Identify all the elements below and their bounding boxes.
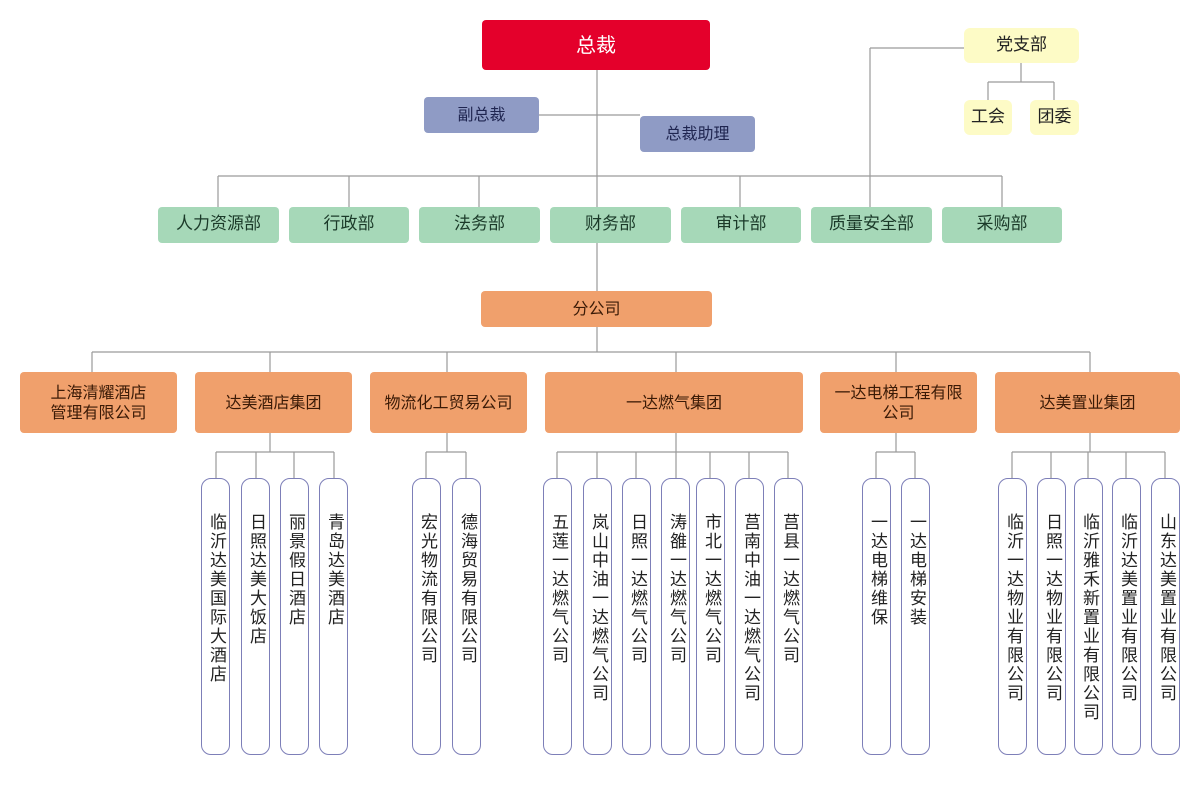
- sub-juxian-gas: 莒县一达燃气公司: [774, 478, 803, 755]
- sub-label: 德海贸易有限公司: [457, 513, 477, 665]
- sub-rizhao-damei-hotel: 日照达美大饭店: [241, 478, 270, 755]
- sub-label: 莒县一达燃气公司: [779, 513, 799, 665]
- sub-shandong-damei-realty: 山东达美置业有限公司: [1151, 478, 1180, 755]
- group-damei-hotel: 达美酒店集团: [195, 372, 352, 433]
- sub-linyi-yahe-realty: 临沂雅禾新置业有限公司: [1074, 478, 1103, 755]
- sub-elevator-installation: 一达电梯安装: [901, 478, 930, 755]
- sub-lijing-holiday-hotel: 丽景假日酒店: [280, 478, 309, 755]
- sub-label: 日照一达物业有限公司: [1042, 513, 1062, 703]
- youth-league-box: 团委: [1030, 100, 1079, 135]
- group-logistics-trade: 物流化工贸易公司: [370, 372, 527, 433]
- branch-company-box: 分公司: [481, 291, 712, 327]
- sub-rizhao-yida-property: 日照一达物业有限公司: [1037, 478, 1066, 755]
- sub-label: 临沂一达物业有限公司: [1003, 513, 1023, 703]
- sub-label: 丽景假日酒店: [285, 513, 305, 627]
- vice-president-box: 副总裁: [424, 97, 539, 133]
- union-box: 工会: [964, 100, 1012, 135]
- party-branch-box: 党支部: [964, 28, 1079, 63]
- sub-label: 宏光物流有限公司: [417, 513, 437, 665]
- sub-label: 市北一达燃气公司: [701, 513, 721, 665]
- dept-quality-safety: 质量安全部: [811, 207, 932, 243]
- sub-label: 青岛达美酒店: [324, 513, 344, 627]
- group-yida-gas: 一达燃气集团: [545, 372, 803, 433]
- sub-linyi-damei-realty: 临沂达美置业有限公司: [1112, 478, 1141, 755]
- sub-linyi-yida-property: 临沂一达物业有限公司: [998, 478, 1027, 755]
- dept-finance: 财务部: [550, 207, 671, 243]
- group-shanghai-qingyao: 上海清耀酒店 管理有限公司: [20, 372, 177, 433]
- dept-legal: 法务部: [419, 207, 540, 243]
- sub-label: 临沂达美置业有限公司: [1117, 513, 1137, 703]
- dept-procurement: 采购部: [942, 207, 1062, 243]
- sub-label: 一达电梯维保: [867, 513, 887, 627]
- sub-label: 涛雒一达燃气公司: [666, 513, 686, 665]
- president-assistant-box: 总裁助理: [640, 116, 755, 152]
- group-damei-property: 达美置业集团: [995, 372, 1180, 433]
- sub-wulian-gas: 五莲一达燃气公司: [543, 478, 572, 755]
- sub-shibei-gas: 市北一达燃气公司: [696, 478, 725, 755]
- president-box: 总裁: [482, 20, 710, 70]
- dept-audit: 审计部: [681, 207, 801, 243]
- dept-hr: 人力资源部: [158, 207, 279, 243]
- sub-label: 临沂达美国际大酒店: [206, 513, 226, 684]
- sub-label: 临沂雅禾新置业有限公司: [1079, 513, 1099, 722]
- sub-junan-gas: 莒南中油一达燃气公司: [735, 478, 764, 755]
- sub-elevator-maintenance: 一达电梯维保: [862, 478, 891, 755]
- sub-label: 五莲一达燃气公司: [548, 513, 568, 665]
- sub-label: 日照达美大饭店: [246, 513, 266, 646]
- sub-linyi-damei-grand-hotel: 临沂达美国际大酒店: [201, 478, 230, 755]
- sub-label: 岚山中油一达燃气公司: [588, 513, 608, 703]
- sub-taoluo-gas: 涛雒一达燃气公司: [661, 478, 690, 755]
- sub-label: 日照一达燃气公司: [627, 513, 647, 665]
- sub-lanshan-gas: 岚山中油一达燃气公司: [583, 478, 612, 755]
- sub-qingdao-damei-hotel: 青岛达美酒店: [319, 478, 348, 755]
- group-yida-elevator: 一达电梯工程有限 公司: [820, 372, 977, 433]
- sub-label: 一达电梯安装: [906, 513, 926, 627]
- sub-rizhao-gas: 日照一达燃气公司: [622, 478, 651, 755]
- sub-label: 山东达美置业有限公司: [1156, 513, 1176, 703]
- dept-admin: 行政部: [289, 207, 409, 243]
- sub-hongguang-logistics: 宏光物流有限公司: [412, 478, 441, 755]
- sub-label: 莒南中油一达燃气公司: [740, 513, 760, 703]
- sub-dehai-trade: 德海贸易有限公司: [452, 478, 481, 755]
